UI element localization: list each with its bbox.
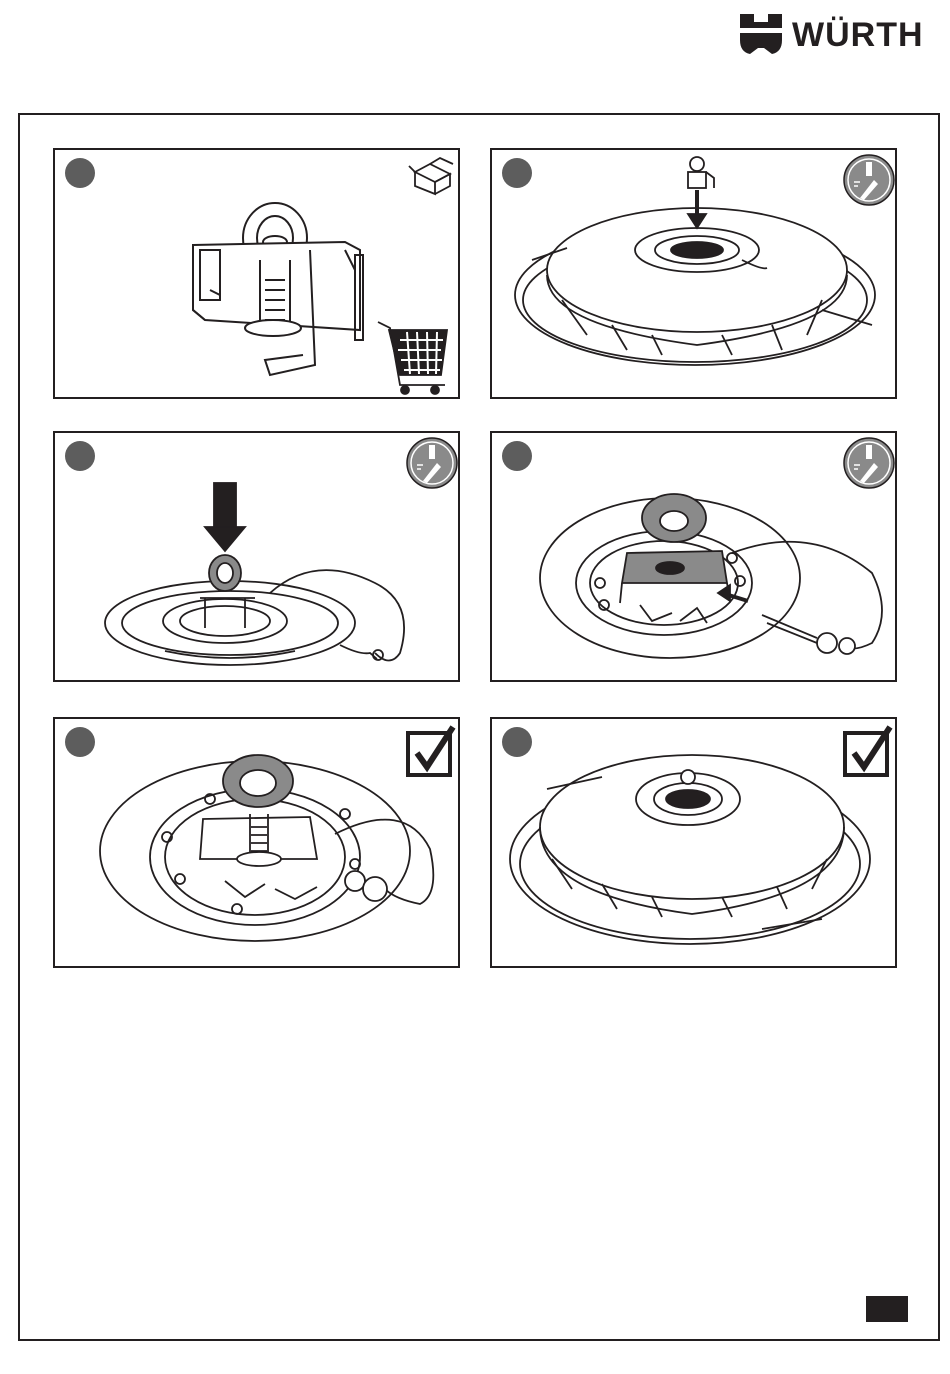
checkmark-icon bbox=[55, 719, 460, 968]
step-panel-6 bbox=[490, 717, 897, 968]
tool-badge-icon bbox=[492, 433, 897, 682]
tool-badge-icon bbox=[55, 433, 460, 682]
step-panel-2 bbox=[490, 148, 897, 399]
checkmark-icon bbox=[492, 719, 897, 968]
box-cart-icon bbox=[55, 150, 460, 399]
step-panel-5 bbox=[53, 717, 460, 968]
step-panel-3 bbox=[53, 431, 460, 682]
step-panel-1 bbox=[53, 148, 460, 399]
tool-badge-icon bbox=[492, 150, 897, 399]
step-panel-4 bbox=[490, 431, 897, 682]
wurth-logo: WÜRTH bbox=[738, 12, 938, 58]
brand-name: WÜRTH bbox=[792, 16, 924, 54]
page-tab-marker bbox=[866, 1296, 908, 1322]
wurth-emblem-icon bbox=[738, 12, 784, 56]
